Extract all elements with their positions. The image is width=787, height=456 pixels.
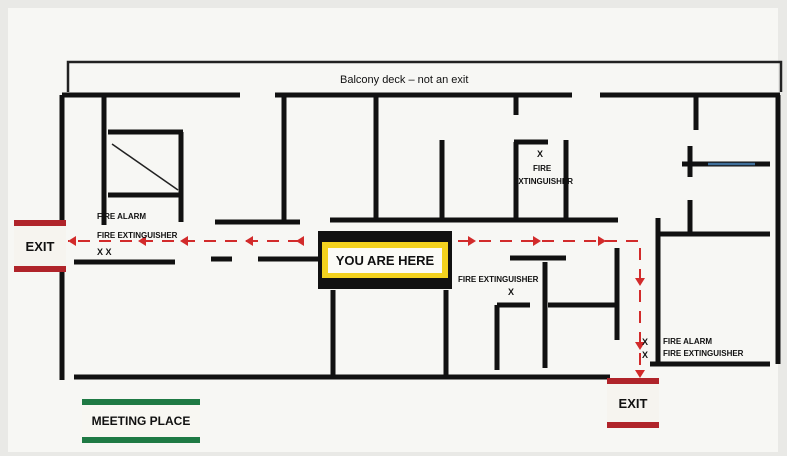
meeting-place-label: MEETING PLACE	[91, 414, 191, 428]
fire-extinguisher-top-label-1: FIRE	[533, 164, 552, 173]
equipment-marks-left: X X	[97, 247, 112, 257]
route-arrow-left	[180, 236, 188, 246]
balcony-outline	[66, 60, 783, 92]
fire-alarm-left-label: FIRE ALARM	[97, 212, 147, 221]
exit-left-label: EXIT	[25, 238, 55, 254]
fire-extinguisher-top-mark: X	[537, 149, 544, 159]
fire-alarm-right-label: FIRE ALARM	[663, 337, 713, 346]
fire-extinguisher-top-label-2: EXTINGUISHER	[513, 177, 574, 186]
route-arrow-left	[296, 236, 304, 246]
you-are-here-label: YOU ARE HERE	[327, 247, 443, 273]
route-arrow-down	[635, 342, 645, 350]
fire-extinguisher-mid-label: FIRE EXTINGUISHER	[458, 275, 539, 284]
equipment-mark-right-2: X	[642, 350, 649, 360]
equipment-mark-right-1: X	[642, 337, 649, 347]
fire-extinguisher-left-label: FIRE EXTINGUISHER	[97, 231, 178, 240]
route-arrow-right	[533, 236, 541, 246]
route-arrow-down	[635, 370, 645, 378]
fire-extinguisher-right-label: FIRE EXTINGUISHER	[663, 349, 744, 358]
stair-diagonal	[111, 143, 179, 191]
route-arrowheads	[68, 236, 645, 378]
exit-bottom-label: EXIT	[618, 395, 648, 411]
route-arrow-right	[468, 236, 476, 246]
route-arrow-left	[245, 236, 253, 246]
you-are-here-panel: YOU ARE HERE	[322, 242, 448, 278]
walls	[59, 92, 781, 380]
route-arrow-right	[598, 236, 606, 246]
exit-sign-left: EXIT	[14, 220, 66, 272]
meeting-place-sign: MEETING PLACE	[82, 399, 200, 443]
fire-extinguisher-mid-mark: X	[508, 287, 515, 297]
route-arrow-left	[68, 236, 76, 246]
route-arrow-down	[635, 278, 645, 286]
exit-sign-bottom: EXIT	[607, 378, 659, 428]
route-arrow-left	[138, 236, 146, 246]
balcony-label: Balcony deck – not an exit	[340, 74, 469, 86]
you-are-here-marker: YOU ARE HERE	[318, 231, 452, 289]
